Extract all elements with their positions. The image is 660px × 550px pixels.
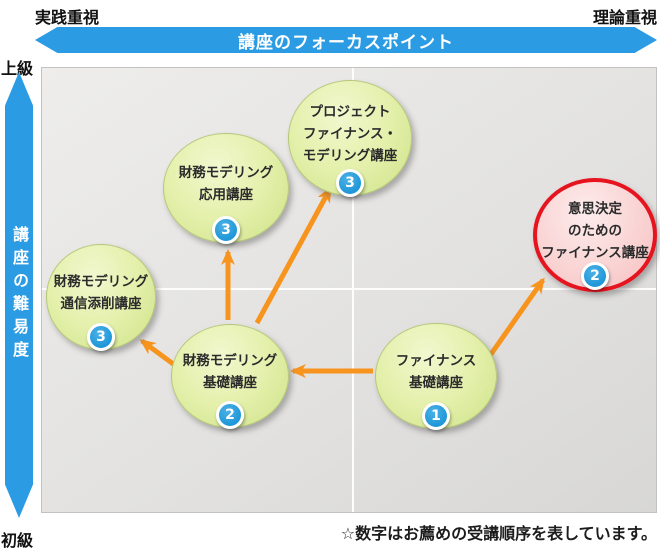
axis-label-beginner: 初級 xyxy=(1,531,34,550)
course-bubble-financial-modeling-advanced: 財務モデリング応用講座 3 xyxy=(163,133,289,244)
course-title: プロジェクトファイナンス・モデリング講座 xyxy=(302,104,398,164)
course-bubble-financial-modeling-correspondence: 財務モデリング通信添削講座 3 xyxy=(46,244,156,351)
order-badge: 3 xyxy=(336,169,364,197)
vertical-axis-title: 講座の難易度 xyxy=(10,226,29,364)
order-badge: 2 xyxy=(216,401,244,429)
course-title: 意思決定のためのファイナンス講座 xyxy=(541,201,649,261)
footnote-caption: ☆数字はお薦めの受講順序を表しています。 xyxy=(340,524,657,543)
order-badge: 3 xyxy=(87,323,115,351)
horizontal-axis-title: 講座のフォーカスポイント xyxy=(238,32,454,53)
grid-line-horizontal xyxy=(42,288,656,290)
horizontal-axis-arrow: 講座のフォーカスポイント xyxy=(35,27,657,53)
course-bubble-finance-basic: ファイナンス基礎講座 1 xyxy=(375,323,497,430)
course-bubble-financial-modeling-basic: 財務モデリング基礎講座 2 xyxy=(171,324,289,429)
course-title: 財務モデリング応用講座 xyxy=(178,165,274,203)
axis-label-theory: 理論重視 xyxy=(592,8,657,27)
course-title: ファイナンス基礎講座 xyxy=(395,353,477,391)
vertical-axis-arrow: 講座の難易度 xyxy=(5,72,33,518)
axis-label-advanced: 上級 xyxy=(1,59,34,78)
course-bubble-project-finance-modeling: プロジェクトファイナンス・モデリング講座 3 xyxy=(288,80,412,197)
grid-line-vertical xyxy=(352,68,354,512)
order-badge: 3 xyxy=(212,216,240,244)
order-badge: 2 xyxy=(581,262,609,290)
order-badge: 1 xyxy=(422,402,450,430)
course-title: 財務モデリング基礎講座 xyxy=(182,353,278,391)
axis-label-practice: 実践重視 xyxy=(35,8,100,27)
course-title: 財務モデリング通信添削講座 xyxy=(53,274,149,312)
